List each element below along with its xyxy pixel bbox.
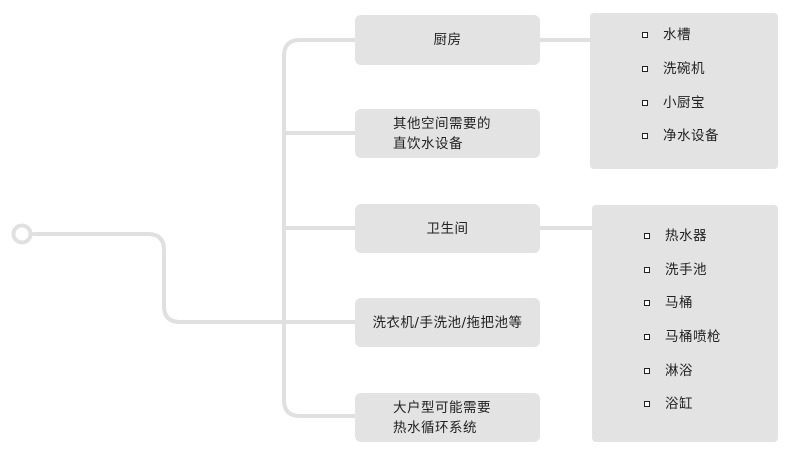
list-item: 淋浴 xyxy=(644,361,693,381)
list-item: 洗手池 xyxy=(644,260,707,280)
list-item-label: 水槽 xyxy=(663,27,691,43)
list-item: 净水设备 xyxy=(642,126,719,146)
branch-other-spaces[interactable]: 其他空间需要的 直饮水设备 xyxy=(355,109,540,158)
bullet-icon xyxy=(642,32,648,38)
list-item-label: 马桶 xyxy=(665,295,693,311)
list-item-label: 热水器 xyxy=(665,228,707,244)
branch-kitchen[interactable]: 厨房 xyxy=(355,15,540,65)
branch-hot-water-line-1: 大户型可能需要 xyxy=(393,399,491,416)
bullet-icon xyxy=(644,233,650,239)
bullet-icon xyxy=(644,368,650,374)
branch-other-spaces-line-1: 其他空间需要的 xyxy=(393,115,491,132)
list-item: 洗碗机 xyxy=(642,59,705,79)
list-item: 小厨宝 xyxy=(642,93,705,113)
list-item-label: 小厨宝 xyxy=(663,95,705,111)
branch-bathroom[interactable]: 卫生间 xyxy=(355,204,540,253)
bullet-icon xyxy=(644,334,650,340)
list-item-label: 洗手池 xyxy=(665,262,707,278)
list-item-label: 浴缸 xyxy=(665,396,693,412)
bathroom-detail-box: 热水器 洗手池 马桶 马桶喷枪 淋浴 浴缸 xyxy=(592,205,778,442)
list-item-label: 淋浴 xyxy=(665,363,693,379)
trunk-line xyxy=(282,38,357,418)
bullet-icon xyxy=(642,100,648,106)
branch-kitchen-label: 厨房 xyxy=(433,32,462,48)
root-connector xyxy=(32,232,286,324)
list-item-label: 洗碗机 xyxy=(663,61,705,77)
bullet-icon xyxy=(642,66,648,72)
root-node-icon xyxy=(11,223,33,245)
bullet-icon xyxy=(644,401,650,407)
branch-hot-water-line-2: 热水循环系统 xyxy=(393,419,477,436)
list-item: 浴缸 xyxy=(644,394,693,414)
list-item: 马桶喷枪 xyxy=(644,327,721,347)
bullet-icon xyxy=(642,133,648,139)
list-item-label: 马桶喷枪 xyxy=(665,329,721,345)
kitchen-detail-box: 水槽 洗碗机 小厨宝 净水设备 xyxy=(590,13,778,169)
branch-other-spaces-line-2: 直饮水设备 xyxy=(393,135,463,152)
branch-laundry[interactable]: 洗衣机/手洗池/拖把池等 xyxy=(355,298,540,347)
list-item: 热水器 xyxy=(644,226,707,246)
list-item-label: 净水设备 xyxy=(663,128,719,144)
branch-bathroom-label: 卫生间 xyxy=(426,220,469,237)
branch-laundry-label: 洗衣机/手洗池/拖把池等 xyxy=(372,314,523,331)
bullet-icon xyxy=(644,300,650,306)
list-item: 水槽 xyxy=(642,25,691,45)
list-item: 马桶 xyxy=(644,293,693,313)
bullet-icon xyxy=(644,267,650,273)
branch-hot-water[interactable]: 大户型可能需要 热水循环系统 xyxy=(355,393,540,442)
